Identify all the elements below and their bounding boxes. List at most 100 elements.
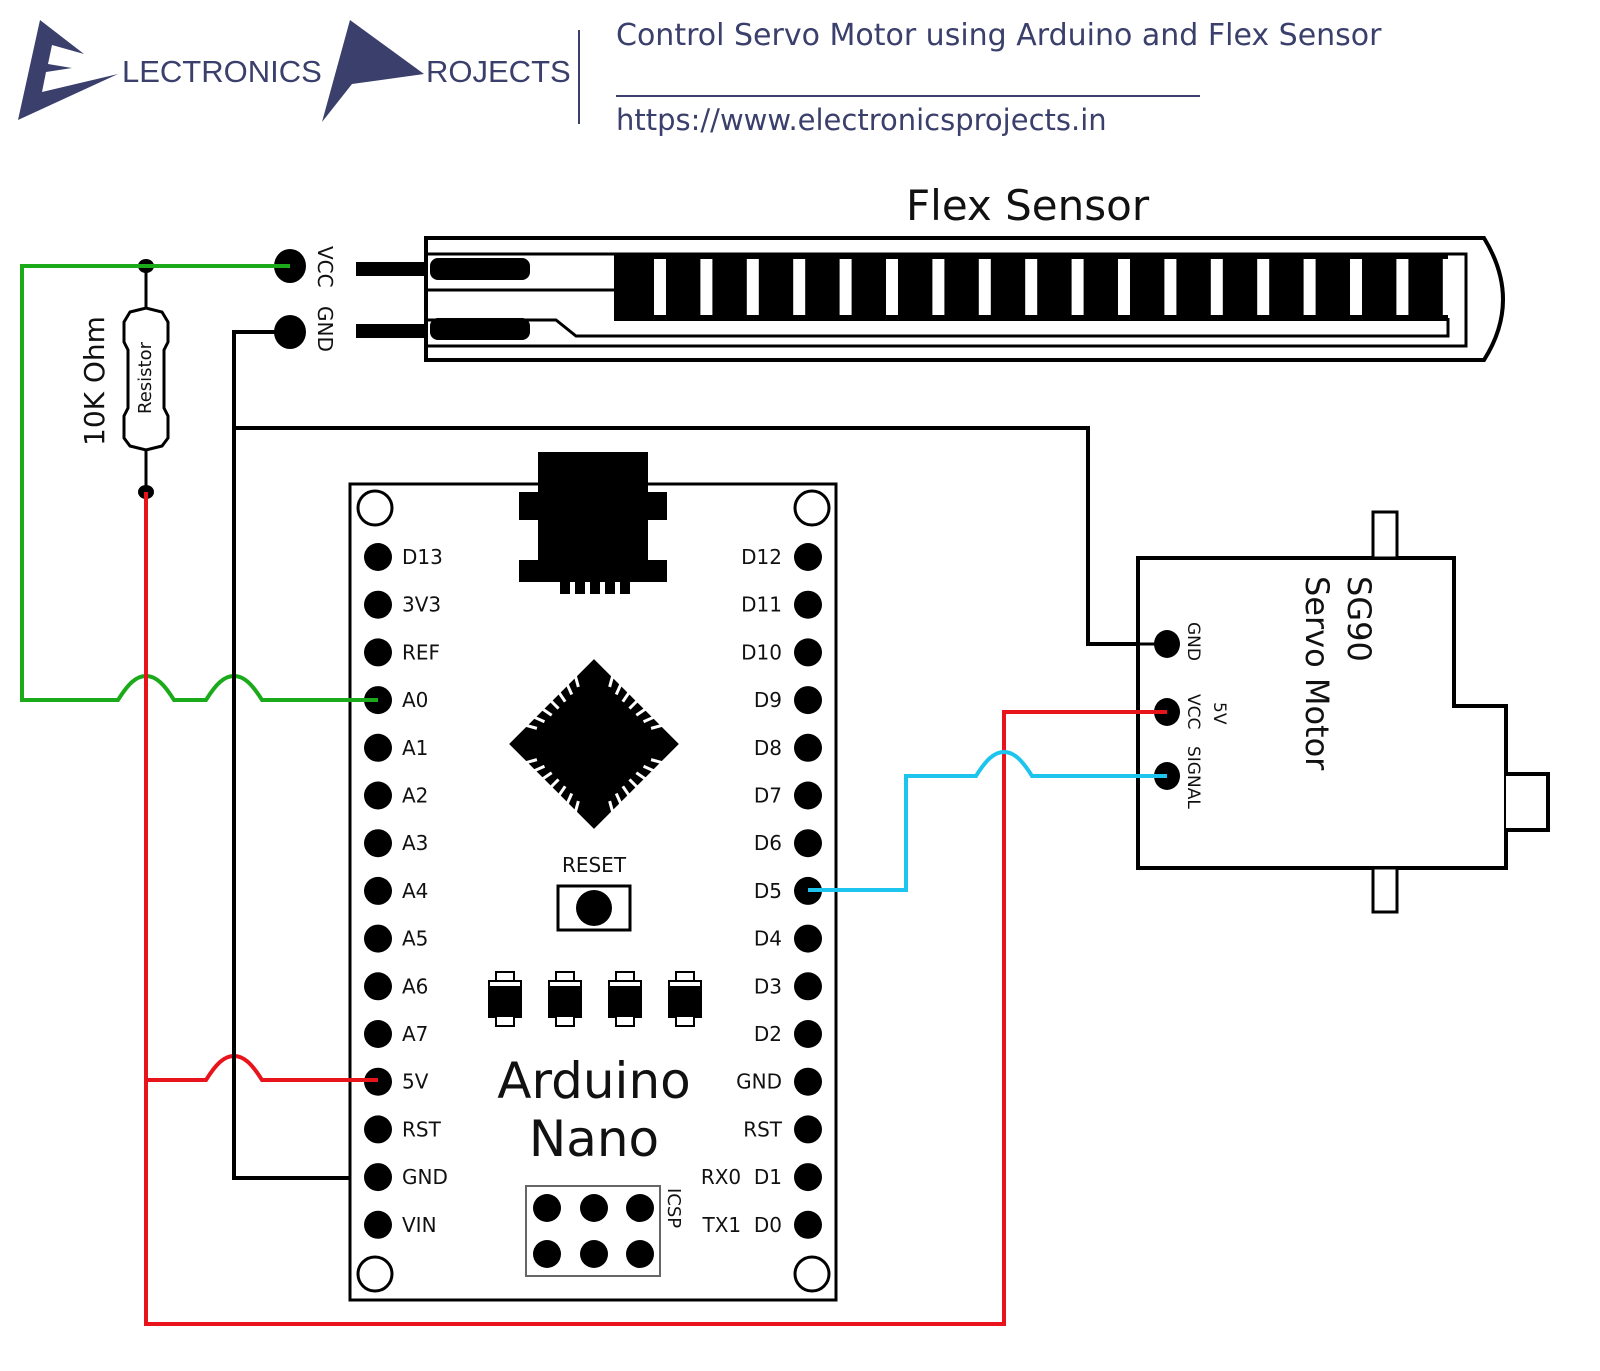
website-link[interactable]: https://www.electronicsprojects.in [616, 103, 1107, 137]
flex-sensor-title: Flex Sensor [906, 181, 1150, 230]
pin-pad[interactable] [794, 924, 822, 953]
pin-pad[interactable] [794, 972, 822, 1001]
pin-pad[interactable] [794, 686, 822, 715]
usb-connector-icon [519, 452, 667, 594]
chip-pin [628, 778, 639, 789]
chip-pin [650, 723, 664, 730]
chip-pin [565, 792, 574, 806]
pin-label: D13 [402, 545, 443, 569]
pin-rst[interactable]: RST [364, 1115, 442, 1144]
pin-d12[interactable]: D12 [741, 543, 822, 571]
pin-d4[interactable]: D4 [754, 924, 822, 953]
pin-d3[interactable]: D3 [754, 972, 822, 1001]
servo-pin-signal-label: SIGNAL [1183, 746, 1203, 809]
pin-pad[interactable] [794, 638, 822, 667]
pin-rx0-d1[interactable]: RX0 D1 [701, 1163, 822, 1192]
pin-rst[interactable]: RST [743, 1115, 822, 1144]
servo-pin-gnd-label: GND [1183, 622, 1203, 661]
pin-pad[interactable] [794, 781, 822, 810]
pin-label: A5 [402, 927, 428, 951]
pin-d11[interactable]: D11 [741, 590, 822, 619]
pin-label: A3 [402, 831, 428, 855]
pin-a5[interactable]: A5 [364, 924, 428, 953]
pin-a4[interactable]: A4 [364, 876, 428, 905]
servo-body [1136, 556, 1508, 870]
pin-pad[interactable] [364, 733, 392, 762]
mount-hole-tr [793, 489, 831, 527]
pin-pad[interactable] [364, 924, 392, 953]
pin-a6[interactable]: A6 [364, 972, 428, 1001]
pin-pad[interactable] [794, 733, 822, 762]
logo-e-icon [18, 20, 118, 120]
brand-word-electronics: LECTRONICS [122, 54, 322, 89]
flex-pin-gnd-label: GND [313, 306, 337, 352]
flex-slot [1303, 259, 1316, 315]
pin-pad[interactable] [364, 638, 392, 667]
pin-pad[interactable] [364, 543, 392, 571]
pin-pad[interactable] [364, 876, 392, 905]
pin-pad[interactable] [794, 543, 822, 571]
pin-label: A7 [402, 1022, 428, 1046]
pin-5v[interactable]: 5V [364, 1067, 429, 1096]
chip-pin [549, 778, 560, 789]
wire-black-gnd [232, 330, 378, 1180]
pin-pad[interactable] [364, 1115, 392, 1144]
diagram-title: Control Servo Motor using Arduino and Fl… [616, 18, 1382, 53]
pin-pad[interactable] [364, 590, 392, 619]
pin-pad[interactable] [364, 781, 392, 810]
flex-pin-vcc-label: VCC [313, 246, 337, 288]
pin-pad[interactable] [364, 1163, 392, 1192]
pin-label: D5 [754, 879, 782, 903]
resistor-value: 10K Ohm [78, 316, 111, 446]
pin-pad[interactable] [794, 1067, 822, 1096]
flex-pin-gnd[interactable] [274, 315, 306, 349]
servo-shaft [1506, 772, 1550, 832]
pin-3v3[interactable]: 3V3 [364, 590, 441, 619]
pin-a3[interactable]: A3 [364, 829, 428, 858]
pin-tx1-d0[interactable]: TX1 D0 [702, 1210, 822, 1239]
pin-pad[interactable] [794, 829, 822, 858]
pin-d9[interactable]: D9 [754, 686, 822, 715]
pin-pad[interactable] [794, 590, 822, 619]
pin-label: 3V3 [402, 593, 441, 617]
pin-label: D6 [754, 831, 782, 855]
pin-d10[interactable]: D10 [741, 638, 822, 667]
pin-d13[interactable]: D13 [364, 543, 443, 571]
pin-vin[interactable]: VIN [364, 1210, 437, 1239]
chip-pin [614, 682, 623, 696]
pin-d8[interactable]: D8 [754, 733, 822, 762]
flex-slot [1257, 259, 1270, 315]
pin-pad[interactable] [364, 1210, 392, 1239]
pin-pad[interactable] [794, 1115, 822, 1144]
chip-pin [614, 792, 623, 806]
chip-pin [573, 674, 580, 688]
pin-a7[interactable]: A7 [364, 1020, 428, 1048]
pin-pad[interactable] [364, 829, 392, 858]
pin-pad[interactable] [794, 1163, 822, 1192]
pin-pad[interactable] [794, 1210, 822, 1239]
pin-d7[interactable]: D7 [754, 781, 822, 810]
mount-hole-tl [356, 489, 394, 527]
pin-a2[interactable]: A2 [364, 781, 428, 810]
flex-slot [839, 259, 852, 315]
icsp-label: ICSP [663, 1188, 684, 1228]
pin-a1[interactable]: A1 [364, 733, 428, 762]
pin-label: RX0 D1 [701, 1165, 782, 1189]
mount-hole-br [793, 1255, 831, 1293]
chip-pin [642, 715, 656, 724]
pin-d2[interactable]: D2 [754, 1020, 822, 1048]
servo-pin-vcc-label: VCC [1183, 694, 1203, 729]
chip-pin [557, 690, 567, 703]
pin-d6[interactable]: D6 [754, 829, 822, 858]
pin-gnd[interactable]: GND [736, 1067, 822, 1096]
pin-pad[interactable] [364, 1020, 392, 1048]
pin-pad[interactable] [364, 972, 392, 1001]
pin-gnd[interactable]: GND [364, 1163, 448, 1192]
pin-label: A6 [402, 974, 428, 998]
pin-ref[interactable]: REF [364, 638, 440, 667]
flex-slot [1396, 259, 1409, 315]
svg-text:https://www.electronicsproject: https://www.electronicsprojects.in [616, 103, 1107, 137]
chip-pin [565, 682, 574, 696]
pin-pad[interactable] [794, 1020, 822, 1048]
